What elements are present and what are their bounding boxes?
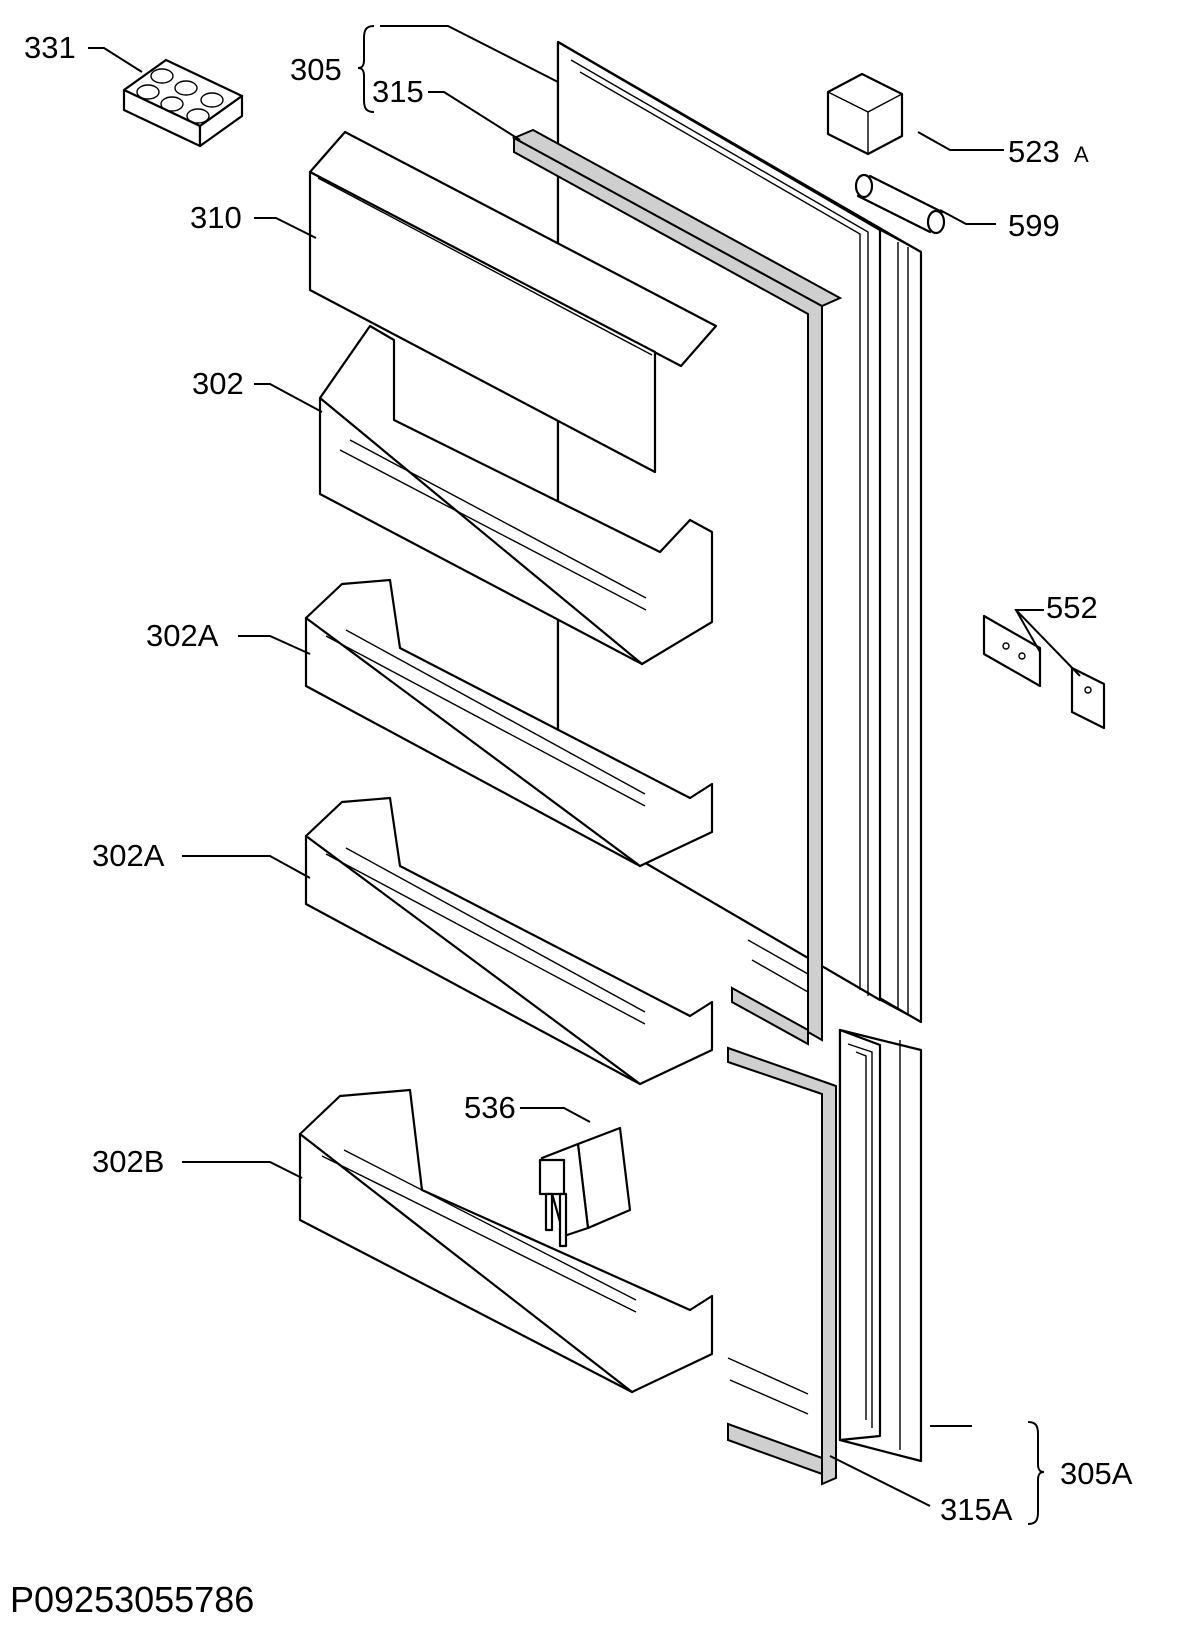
callout-310: 310 [190,200,242,235]
drawing-code: P09253055786 [10,1579,254,1620]
callout-523A: 523 [1008,134,1060,169]
callout-599: 599 [1008,208,1060,243]
callout-315A: 315A [940,1492,1013,1527]
egg-tray-331 [122,58,244,148]
callout-labels: 331 305 315 523 A 599 310 302 552 302A 3… [10,30,1133,1620]
hinge-552 [982,614,1106,730]
door-shelf-302B [298,1088,714,1394]
callout-302: 302 [192,366,244,401]
callout-302B: 302B [92,1144,164,1179]
clip-536 [538,1126,632,1248]
lower-gasket-315A [727,1046,837,1486]
hinge-cover-523A [826,72,904,156]
callout-305A: 305A [1060,1456,1133,1491]
dairy-lid-310 [308,130,718,474]
door-shelf-302 [318,324,714,666]
callout-331: 331 [24,30,76,65]
pin-599 [854,173,946,235]
callout-536: 536 [464,1090,516,1125]
door-shelf-302A-1 [304,578,714,868]
upper-gasket-315 [511,128,843,1046]
callout-523A-suffix: A [1074,142,1089,167]
callout-315: 315 [372,74,424,109]
leader-lines [88,25,1081,1525]
callout-552: 552 [1046,590,1098,625]
callout-302A-upper: 302A [146,618,219,653]
callout-305: 305 [290,52,342,87]
door-shelf-302A-2 [304,796,714,1086]
callout-302A-lower: 302A [92,838,165,873]
lower-door-305A [838,1028,923,1463]
